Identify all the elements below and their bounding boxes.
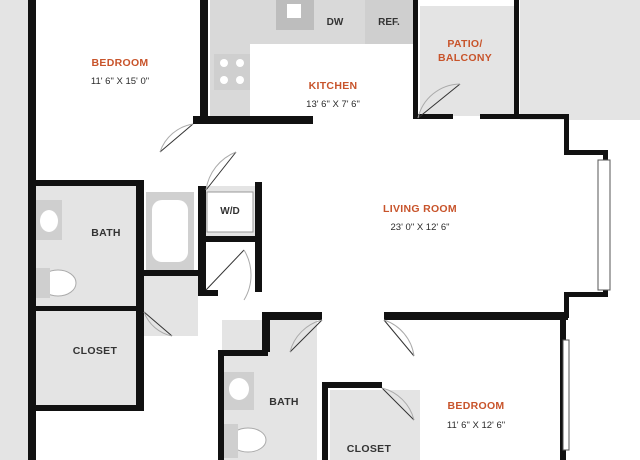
hall-closet-floor <box>140 276 198 336</box>
patio-floor <box>420 6 516 116</box>
fixture-label-dw: DW <box>326 17 344 28</box>
toilet-icon-bath1 <box>36 268 77 298</box>
exterior-top-patio <box>520 0 640 120</box>
door-swing-icon <box>143 83 461 421</box>
room-dims-bedroom1: 11' 6" X 15' 0" <box>90 76 150 87</box>
room-label-bedroom2: BEDROOM <box>447 400 505 412</box>
room-label-patio: PATIO/ <box>447 38 483 50</box>
refrigerator <box>365 0 413 44</box>
room-label-living: LIVING ROOM <box>383 203 457 215</box>
sink-icon <box>276 0 314 30</box>
window-icon <box>562 159 611 451</box>
room-dims-kitchen: 13' 6" X 7' 6" <box>306 99 360 110</box>
washer-dryer <box>206 191 254 233</box>
toilet-icon-bath2 <box>224 424 267 458</box>
room-dims-bedroom2: 11' 6" X 12' 6" <box>446 420 506 431</box>
room-dims-living: 23' 0" X 12' 6" <box>390 222 450 233</box>
room-label-bath2: BATH <box>269 396 299 408</box>
room-label-kitchen: KITCHEN <box>308 80 358 92</box>
room-label-bath1: BATH <box>91 227 121 239</box>
stove-icon <box>214 54 250 90</box>
bathtub-icon <box>146 192 194 270</box>
room-label-closet2: CLOSET <box>346 443 392 455</box>
closet1-floor <box>36 310 136 410</box>
fixture-label-ref: REF. <box>378 17 400 28</box>
sink-icon-bath2 <box>224 372 254 410</box>
sink-icon-bath1 <box>36 200 62 240</box>
room-label-closet1: CLOSET <box>72 345 118 357</box>
fixture-label-wd: W/D <box>220 206 240 217</box>
dishwasher <box>318 6 352 36</box>
room-label-bedroom1: BEDROOM <box>91 57 149 69</box>
room-label-patio-line2: BALCONY <box>437 52 493 64</box>
exterior-left <box>0 0 28 460</box>
